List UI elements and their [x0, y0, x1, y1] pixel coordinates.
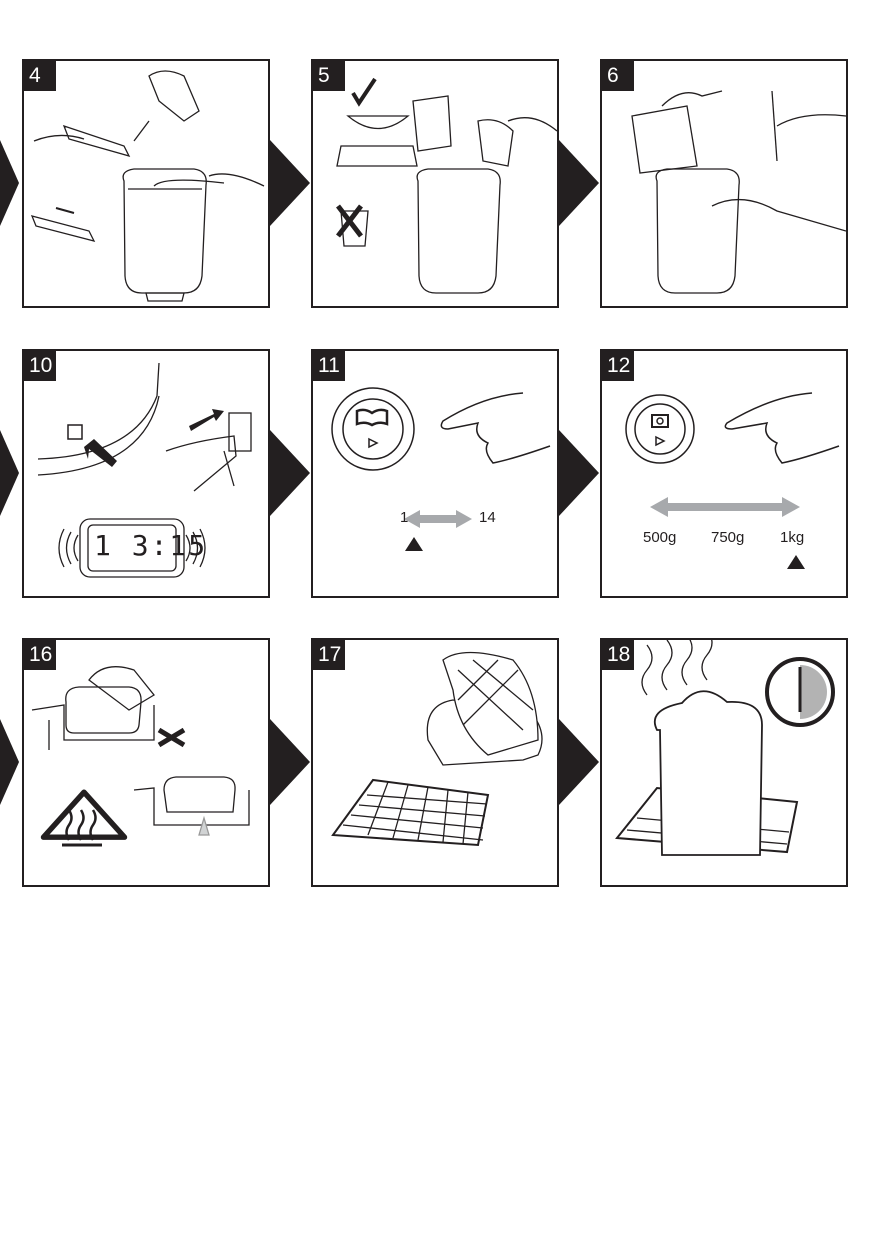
- weight-button-illustration: [625, 392, 840, 569]
- next-step-arrow: [270, 140, 310, 226]
- step-number: 17: [313, 640, 345, 670]
- pour-water-illustration: [30, 70, 265, 302]
- unmold-bread-illustration: [331, 651, 543, 847]
- step-panel-4: 4: [22, 59, 270, 308]
- remove-pan-illustration: [31, 666, 250, 847]
- step-number: 6: [602, 61, 634, 91]
- step-panel-5: 5: [311, 59, 559, 308]
- step-number: 12: [602, 351, 634, 381]
- step-panel-12: 500g 750g 1kg 12: [600, 349, 848, 598]
- step-panel-10: 1 3:15 10: [22, 349, 270, 598]
- menu-button-illustration: [331, 387, 551, 551]
- weigh-flour-illustration: [336, 77, 557, 294]
- next-step-arrow: [270, 719, 310, 805]
- cool-bread-illustration: [615, 640, 835, 856]
- next-step-arrow: [559, 140, 599, 226]
- step-panel-18: 18: [600, 638, 848, 887]
- next-step-arrow: [559, 719, 599, 805]
- range-end-label: 14: [479, 509, 496, 526]
- range-start-label: 1: [400, 509, 409, 526]
- step-number: 11: [313, 351, 345, 381]
- plug-in-illustration: [37, 362, 252, 578]
- step-panel-11: 1 14 11: [311, 349, 559, 598]
- weight-option-1kg: 1kg: [780, 529, 805, 546]
- add-ingredients-illustration: [631, 90, 846, 294]
- lcd-display: 1 3:15: [94, 529, 208, 562]
- next-step-arrow: [559, 430, 599, 516]
- next-step-arrow: [0, 430, 19, 516]
- next-step-arrow: [0, 719, 19, 805]
- next-step-arrow: [270, 430, 310, 516]
- weight-option-500g: 500g: [643, 529, 677, 546]
- step-panel-6: 6: [600, 59, 848, 308]
- next-step-arrow: [0, 140, 19, 226]
- step-number: 4: [24, 61, 56, 91]
- step-number: 16: [24, 640, 56, 670]
- step-number: 5: [313, 61, 345, 91]
- step-number: 18: [602, 640, 634, 670]
- step-panel-16: 16: [22, 638, 270, 887]
- step-panel-17: 17: [311, 638, 559, 887]
- step-number: 10: [24, 351, 56, 381]
- weight-option-750g: 750g: [711, 529, 745, 546]
